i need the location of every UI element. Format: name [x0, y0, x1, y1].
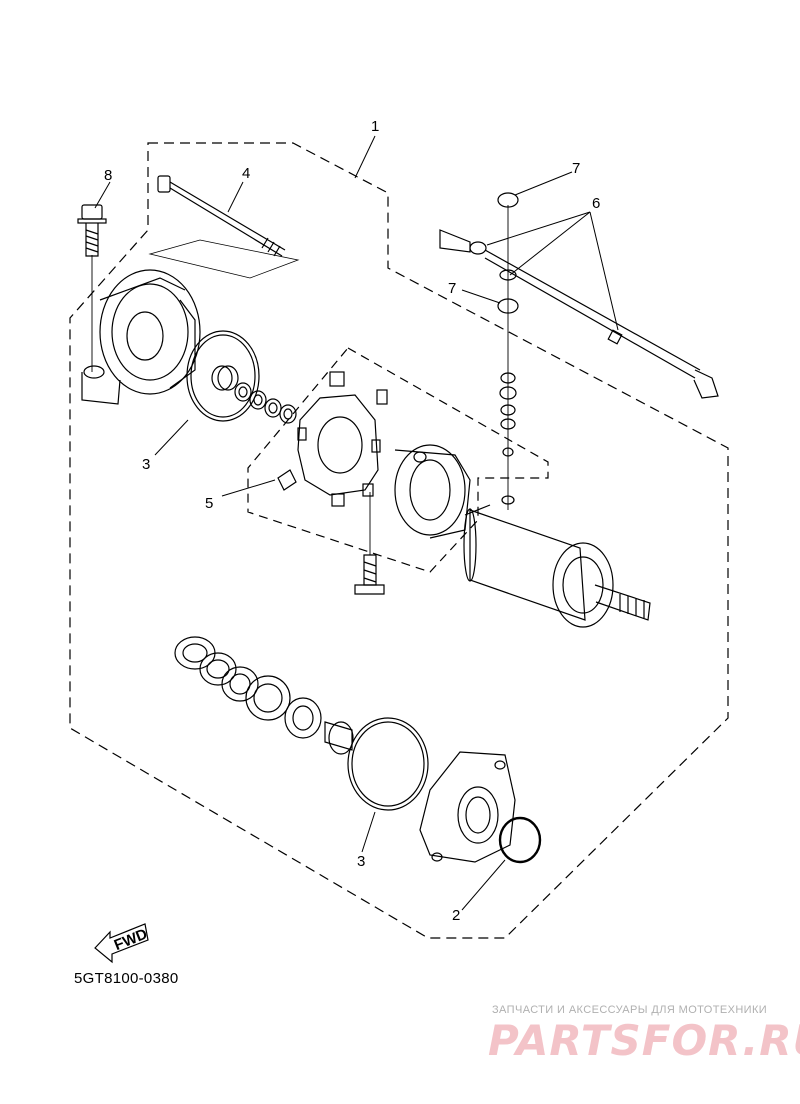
callout-3-upper: 3: [142, 456, 150, 473]
o-ring-lower-inner: [351, 721, 425, 807]
callout-8: 8: [104, 167, 112, 184]
lead-wire: [439, 229, 719, 399]
leader-lines: [94, 135, 619, 911]
bearing-washers-upper: [211, 365, 297, 424]
o-ring-small: [498, 816, 542, 864]
watermark-logo: PARTSFOR.RU: [488, 1016, 800, 1065]
flange-bolt: [77, 204, 107, 257]
motor-body: [463, 504, 651, 628]
callout-labels: 1 2 3 3 4 5 6 7 7 8 FWD: [104, 118, 600, 954]
watermark-caption: ЗАПЧАСТИ И АКСЕССУАРЫ ДЛЯ МОТОТЕХНИКИ: [492, 1004, 768, 1016]
screw: [354, 554, 385, 595]
fwd-label: FWD: [112, 925, 150, 954]
part-code: 5GT8100-0380: [74, 970, 179, 987]
callout-7-lower: 7: [448, 280, 456, 297]
fwd-arrow-icon: [94, 923, 149, 964]
washer-stack-right: [497, 192, 519, 505]
callout-7-upper: 7: [572, 160, 580, 177]
commutator-end-ring: [394, 444, 471, 539]
brush-holder-plate: [277, 371, 388, 507]
through-bolt: [148, 175, 300, 279]
callout-3-lower: 3: [357, 853, 365, 870]
front-cover: [81, 269, 201, 405]
callout-2: 2: [452, 907, 460, 924]
rear-cover: [419, 751, 516, 863]
brush-holder-boundary: [247, 347, 549, 573]
callout-4: 4: [242, 165, 250, 182]
callout-6: 6: [592, 195, 600, 212]
o-ring-upper: [186, 330, 260, 422]
o-ring-upper-inner: [190, 334, 256, 418]
callout-1: 1: [371, 118, 379, 135]
callout-5: 5: [205, 495, 213, 512]
lower-washers-bearings: [174, 636, 354, 755]
assembly-boundary: [69, 142, 729, 939]
o-ring-lower: [347, 717, 429, 811]
